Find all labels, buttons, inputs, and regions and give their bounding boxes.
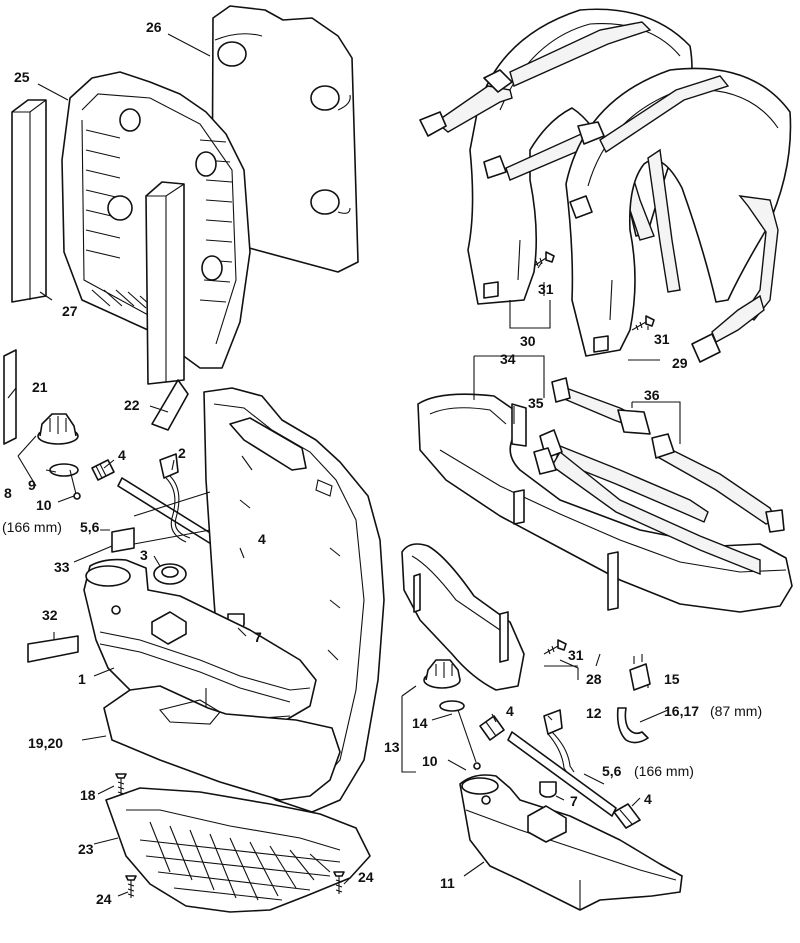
- label-10-a: 10: [36, 497, 52, 513]
- label-28: 28: [586, 671, 602, 687]
- part-22-small-pad: [151, 379, 189, 431]
- label-25: 25: [14, 69, 30, 85]
- label-3: 3: [140, 547, 148, 563]
- part-36-belt-strap: [551, 377, 785, 533]
- label-15: 15: [664, 671, 680, 687]
- part-16-17-hose: [616, 707, 649, 744]
- label-31-c: 31: [568, 647, 584, 663]
- part-27-foam-pad-left: [11, 99, 47, 303]
- label-5-6-a: 5,6: [80, 519, 100, 535]
- label-1: 1: [78, 671, 86, 687]
- part-13-filler-cap: [423, 659, 481, 770]
- label-13: 13: [384, 739, 400, 755]
- part-labels: 26 25 27 21 22 2 4 8 9 10 (166 mm) 5,6 3…: [2, 19, 762, 907]
- part-31-screw-b: [631, 315, 655, 331]
- label-10-b: 10: [422, 753, 438, 769]
- part-24-screw-a: [125, 875, 137, 898]
- label-23: 23: [78, 841, 94, 857]
- label-33: 33: [54, 559, 70, 575]
- label-19-20: 19,20: [28, 735, 63, 751]
- label-7-b: 7: [570, 793, 578, 809]
- label-36: 36: [644, 387, 660, 403]
- label-4-b: 4: [258, 531, 266, 547]
- part-29-shoulder-strap: [565, 67, 792, 363]
- part-32-label: [27, 635, 79, 663]
- label-27: 27: [62, 303, 78, 319]
- part-28-side-pad: [401, 543, 525, 691]
- label-21: 21: [32, 379, 48, 395]
- label-8: 8: [4, 485, 12, 501]
- label-9: 9: [28, 477, 36, 493]
- label-30: 30: [520, 333, 536, 349]
- label-5-6-b: 5,6: [602, 763, 622, 779]
- label-7-a: 7: [254, 629, 262, 645]
- part-5-6-hose-b: [507, 731, 617, 817]
- label-14: 14: [412, 715, 428, 731]
- part-33-label: [111, 527, 135, 553]
- part-3-ring: [153, 563, 187, 585]
- label-11: 11: [440, 875, 455, 891]
- part-18-screw: [115, 773, 127, 796]
- label-87mm: (87 mm): [710, 703, 762, 719]
- part-35-belt-strap: [533, 429, 761, 576]
- part-23-base-grid: [105, 787, 371, 913]
- label-34: 34: [500, 351, 516, 367]
- part-11-tank: [459, 774, 683, 911]
- label-18: 18: [80, 787, 96, 803]
- label-24-a: 24: [96, 891, 112, 907]
- part-7-valve-b: [539, 781, 557, 798]
- label-35: 35: [528, 395, 544, 411]
- label-12: 12: [586, 705, 602, 721]
- part-8-filler-cap: [37, 413, 81, 500]
- label-4-c: 4: [506, 703, 514, 719]
- label-31-b: 31: [654, 331, 670, 347]
- part-19-20-lower-cover: [103, 685, 341, 801]
- label-31-a: 31: [538, 281, 554, 297]
- part-31-screw-c: [543, 639, 567, 655]
- part-4-grommet-d: [613, 803, 641, 829]
- leader-lines: [7, 33, 681, 897]
- label-24-b: 24: [358, 869, 374, 885]
- label-32: 32: [42, 607, 58, 623]
- label-4-d: 4: [644, 791, 652, 807]
- part-4-grommet-c: [479, 715, 505, 741]
- part-30-shoulder-strap: [419, 8, 693, 305]
- part-27-foam-pad-right: [145, 181, 185, 385]
- part-24-screw-b: [333, 871, 345, 894]
- part-15-fitting: [629, 654, 651, 691]
- label-166mm-b: (166 mm): [634, 763, 694, 779]
- label-2: 2: [178, 445, 186, 461]
- part-21-strip: [3, 349, 17, 445]
- part-31-screw-a: [533, 251, 555, 267]
- part-26-back-cover: [211, 5, 359, 273]
- label-166mm-a: (166 mm): [2, 519, 62, 535]
- part-34-hip-belt-pad: [417, 393, 793, 613]
- label-16-17: 16,17: [664, 703, 699, 719]
- label-29: 29: [672, 355, 688, 371]
- label-4-a: 4: [118, 447, 126, 463]
- label-26: 26: [146, 19, 162, 35]
- label-22: 22: [124, 397, 140, 413]
